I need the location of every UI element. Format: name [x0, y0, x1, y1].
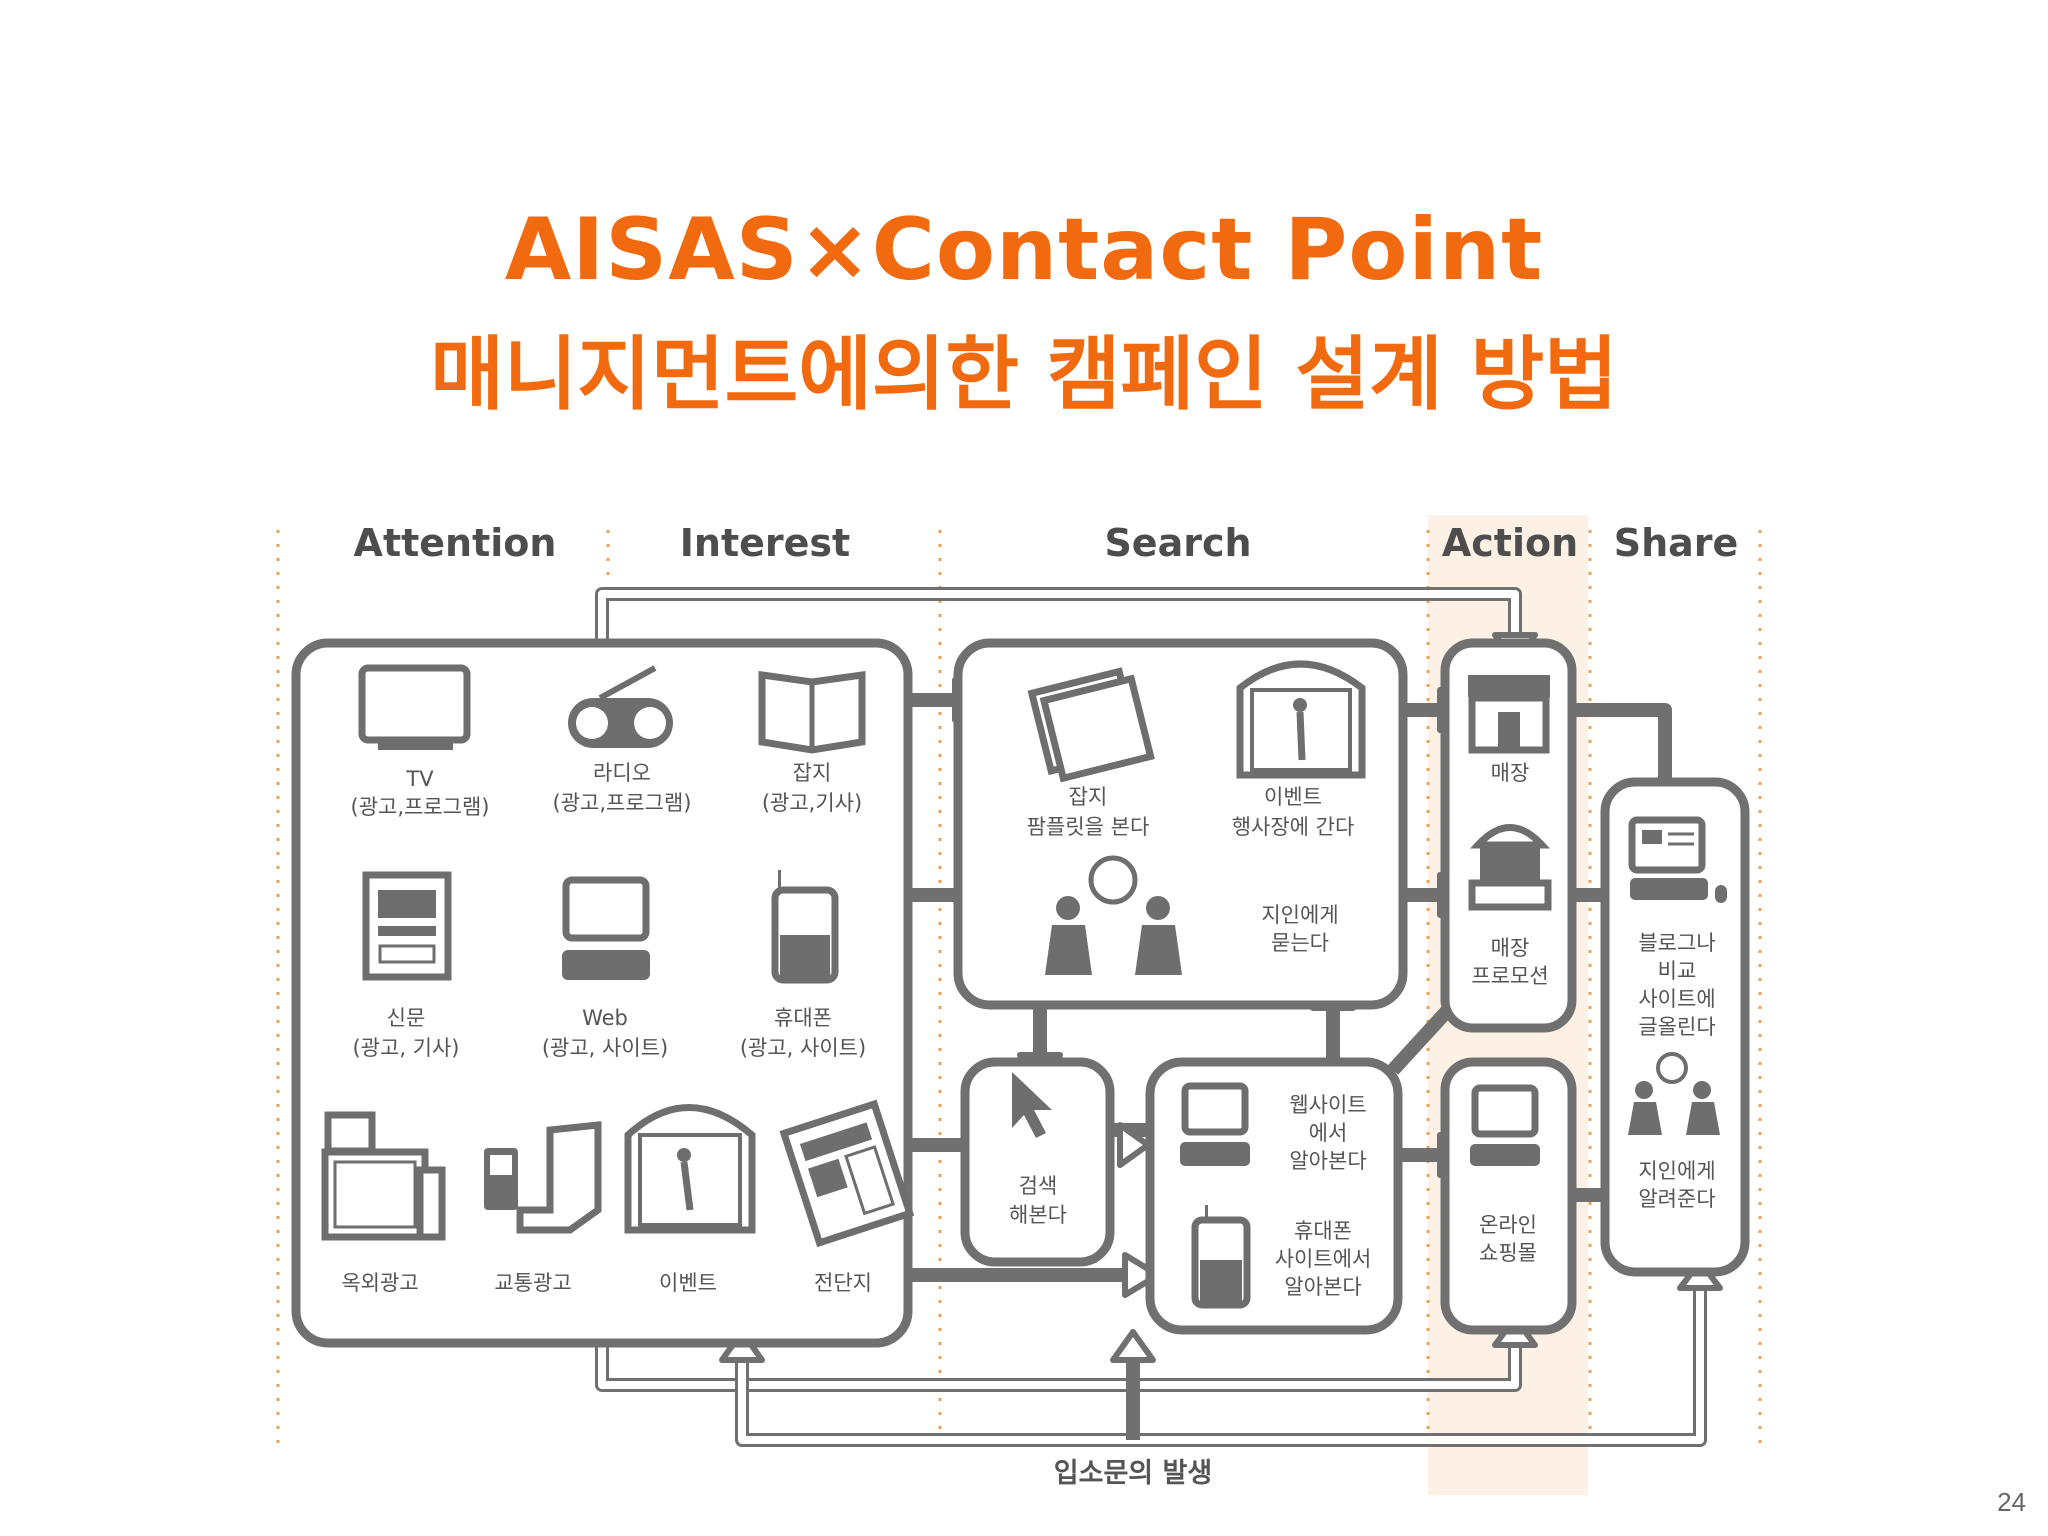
- flow-pipes: [595, 587, 1707, 1447]
- newspaper-sub-label: (광고, 기사): [352, 1036, 459, 1060]
- title-line-2: 매니지먼트에의한 캠페인 설계 방법: [430, 328, 1618, 421]
- open-book-icon: [758, 670, 866, 754]
- word-of-mouth-label: 입소문의 발생: [1054, 1458, 1212, 1489]
- pamphlet-sub-label: 팜플릿을 본다: [1027, 815, 1150, 839]
- website-label: 웹사이트: [1289, 1093, 1366, 1117]
- stage-attention: Attention: [354, 521, 557, 565]
- tv-icon: [358, 664, 471, 750]
- event-visit-sub-label: 행사장에 간다: [1232, 815, 1355, 839]
- mobile-phone-icon: [1191, 1205, 1251, 1309]
- online-shop-sub-label: 쇼핑몰: [1479, 1241, 1537, 1265]
- tv-label: TV: [405, 767, 434, 791]
- outdoor-label: 옥외광고: [341, 1271, 418, 1295]
- mobile-label: 휴대폰: [774, 1006, 832, 1030]
- search-engine-box: [960, 1057, 1115, 1267]
- website-sub-label-1: 에서: [1309, 1121, 1348, 1145]
- mouse-cursor-icon: [1012, 1072, 1052, 1138]
- radio-label: 라디오: [593, 761, 651, 785]
- flyer-icon: [779, 1099, 915, 1248]
- promotion-stand-icon: [1468, 824, 1552, 911]
- promo-label: 매장: [1491, 936, 1530, 960]
- tell-label: 지인에게: [1638, 1159, 1715, 1183]
- web-sub-label: (광고, 사이트): [542, 1036, 668, 1060]
- title-line-1: AISAS×Contact Point: [504, 200, 1544, 300]
- ask-sub-label: 묻는다: [1271, 931, 1329, 955]
- conversation-people-icon: [1045, 855, 1182, 975]
- share-box: [1600, 777, 1750, 1277]
- tv-sub-label: (광고,프로그램): [351, 795, 490, 819]
- website-sub-label-2: 알아본다: [1289, 1149, 1366, 1173]
- stage-interest: Interest: [680, 521, 850, 565]
- event-stage-icon: [624, 1104, 756, 1234]
- stage-search: Search: [1104, 521, 1251, 565]
- newspaper-label: 신문: [387, 1006, 426, 1030]
- magazine-sub-label: (광고,기사): [762, 791, 862, 815]
- computer-icon: [1180, 1082, 1250, 1166]
- promo-sub-label: 프로모션: [1471, 964, 1548, 988]
- train-station-icon: [484, 1121, 602, 1234]
- newspaper-icon: [362, 871, 452, 981]
- desktop-computer-icon: [562, 876, 650, 980]
- blog-label-2: 비교: [1658, 959, 1697, 983]
- search-engine-label: 검색: [1019, 1174, 1058, 1198]
- event-venue-icon: [1236, 660, 1366, 779]
- store-label: 매장: [1491, 761, 1530, 785]
- stage-share: Share: [1614, 521, 1739, 565]
- event-visit-label: 이벤트: [1264, 785, 1322, 809]
- mobile-site-sub-label-2: 알아본다: [1284, 1275, 1361, 1299]
- ask-label: 지인에게: [1261, 903, 1338, 927]
- mobile-site-label: 휴대폰: [1294, 1219, 1352, 1243]
- blog-computer-icon: [1628, 816, 1727, 903]
- conversation-people-icon: [1628, 1052, 1720, 1135]
- mobile-phone-icon: [771, 870, 839, 984]
- computer-icon: [1470, 1084, 1540, 1166]
- blog-label-3: 사이트에: [1638, 987, 1715, 1011]
- transit-label: 교통광고: [494, 1271, 571, 1295]
- online-shop-label: 온라인: [1479, 1213, 1537, 1237]
- page-number: 24: [1997, 1487, 2026, 1517]
- tell-sub-label: 알려준다: [1638, 1187, 1715, 1211]
- radio-icon: [568, 665, 673, 748]
- blog-label-4: 글올린다: [1638, 1015, 1715, 1039]
- blog-label-1: 블로그나: [1638, 931, 1715, 955]
- event-label: 이벤트: [659, 1271, 717, 1295]
- search-engine-sub-label: 해본다: [1009, 1203, 1067, 1227]
- pamphlet-icon: [1027, 667, 1155, 783]
- web-label: Web: [582, 1006, 628, 1030]
- stage-action: Action: [1442, 521, 1578, 565]
- magazine-label: 잡지: [793, 761, 832, 785]
- building-icon: [321, 1111, 446, 1241]
- mobile-sub-label: (광고, 사이트): [740, 1036, 866, 1060]
- store-icon: [1468, 675, 1550, 754]
- flyer-label: 전단지: [814, 1271, 872, 1295]
- pamphlet-label: 잡지: [1069, 785, 1108, 809]
- radio-sub-label: (광고,프로그램): [553, 791, 692, 815]
- mobile-site-sub-label-1: 사이트에서: [1275, 1247, 1372, 1271]
